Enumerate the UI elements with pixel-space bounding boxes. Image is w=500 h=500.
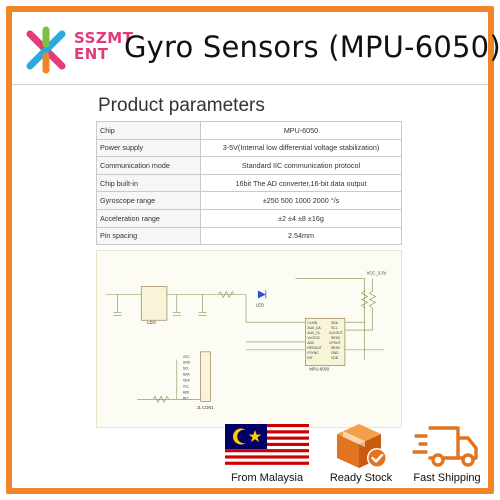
- header-divider: [12, 84, 488, 85]
- header-pin-label: SCL: [183, 367, 190, 371]
- header-pin-label: VCC: [183, 355, 191, 359]
- badges: From Malaysia Ready Stock Fast Shippin: [222, 420, 492, 490]
- page-title: Gyro Sensors (MPU-6050): [124, 30, 500, 64]
- brand-line-2: ENT: [74, 45, 109, 63]
- param-key: Acceleration range: [96, 208, 201, 228]
- brand-name: SSZMT ENT: [74, 30, 133, 62]
- led-icon: [257, 290, 266, 299]
- ldo-label: LDO: [147, 320, 156, 325]
- param-value: Standard IIC communication protocol: [200, 156, 402, 175]
- brand-logo-icon: [26, 26, 66, 74]
- brand-line-1: SSZMT: [74, 29, 134, 47]
- malaysia-flag-icon: [225, 424, 309, 468]
- chip-pin-left: CLKIN: [307, 321, 317, 325]
- param-value: ±2 ±4 ±8 ±16g: [200, 208, 402, 228]
- param-value: ±250 500 1000 2000 °/s: [200, 191, 402, 210]
- mpu-chip: [305, 317, 346, 366]
- header-pin-label: INT: [183, 396, 188, 400]
- chip-pin-right: RESV: [331, 346, 341, 350]
- param-key: Communication mode: [96, 156, 201, 175]
- param-key: Gyroscope range: [96, 191, 201, 210]
- chip-pin-left: REGOUT: [307, 346, 321, 350]
- header-pin-label: GND: [183, 361, 191, 365]
- pin-header: [200, 351, 211, 402]
- vcc-label: VCC_3.3V: [367, 271, 387, 276]
- param-key: Chip built-in: [96, 173, 201, 193]
- chip-pin-right: SCL: [331, 326, 338, 330]
- badge-ready-stock: Ready Stock: [318, 420, 404, 486]
- param-value: MPU-6050: [200, 121, 402, 140]
- chip-pin-left: AUX_DA: [307, 326, 321, 330]
- badge-label: From Malaysia: [230, 472, 304, 484]
- chip-pin-right: VDD: [331, 356, 339, 360]
- param-value: 2.54mm: [200, 226, 402, 246]
- params-heading: Product parameters: [98, 95, 265, 116]
- chip-pin-right: RESV: [331, 336, 341, 340]
- chip-pin-right: SDA: [331, 321, 339, 325]
- header-pin-label: AD0: [183, 390, 190, 394]
- table-row: Gyroscope range±250 500 1000 2000 °/s: [96, 191, 402, 210]
- badge-fast-shipping: Fast Shipping: [404, 420, 490, 486]
- param-key: Chip: [96, 121, 201, 140]
- param-value: 16bit The AD converter,16-bit data outpu…: [200, 173, 402, 193]
- chip-pin-left: AD0: [307, 341, 314, 345]
- circuit-schematic: LDO LED CLKIN AUX_DA AUX_CL VLOGIC AD0 R…: [96, 250, 402, 428]
- table-row: Acceleration range±2 ±4 ±8 ±16g: [96, 208, 402, 228]
- truck-icon: [412, 426, 478, 467]
- header-pin-label: XDA: [183, 379, 191, 383]
- param-value: 3-5V(Internal low differential voltage s…: [200, 138, 402, 158]
- param-key: Pin spacing: [96, 226, 201, 246]
- header-pin-label: XCL: [183, 384, 190, 388]
- header: SSZMT ENT Gyro Sensors (MPU-6050): [12, 12, 500, 84]
- chip-pin-right: CPOUT: [329, 341, 341, 345]
- header-label: J1 CON1: [197, 405, 215, 410]
- chip-pin-left: AUX_CL: [307, 331, 320, 335]
- badge-label: Ready Stock: [329, 472, 393, 484]
- chip-pin-left: INT: [307, 356, 312, 360]
- chip-pin-left: FSYNC: [307, 351, 319, 355]
- badge-from-malaysia: From Malaysia: [224, 420, 310, 486]
- param-key: Power supply: [96, 138, 201, 158]
- chip-label: MPU-6050: [309, 367, 329, 372]
- badge-label: Fast Shipping: [413, 472, 481, 484]
- ldo-regulator: [140, 286, 168, 321]
- box-check-icon: [337, 424, 387, 468]
- led-label: LED: [256, 302, 264, 307]
- header-pin-label: SDA: [183, 373, 191, 377]
- orange-frame: [6, 6, 494, 494]
- chip-pin-right: GND: [331, 351, 339, 355]
- chip-pin-left: VLOGIC: [307, 336, 320, 340]
- chip-pin-right: CLKOUT: [329, 331, 343, 335]
